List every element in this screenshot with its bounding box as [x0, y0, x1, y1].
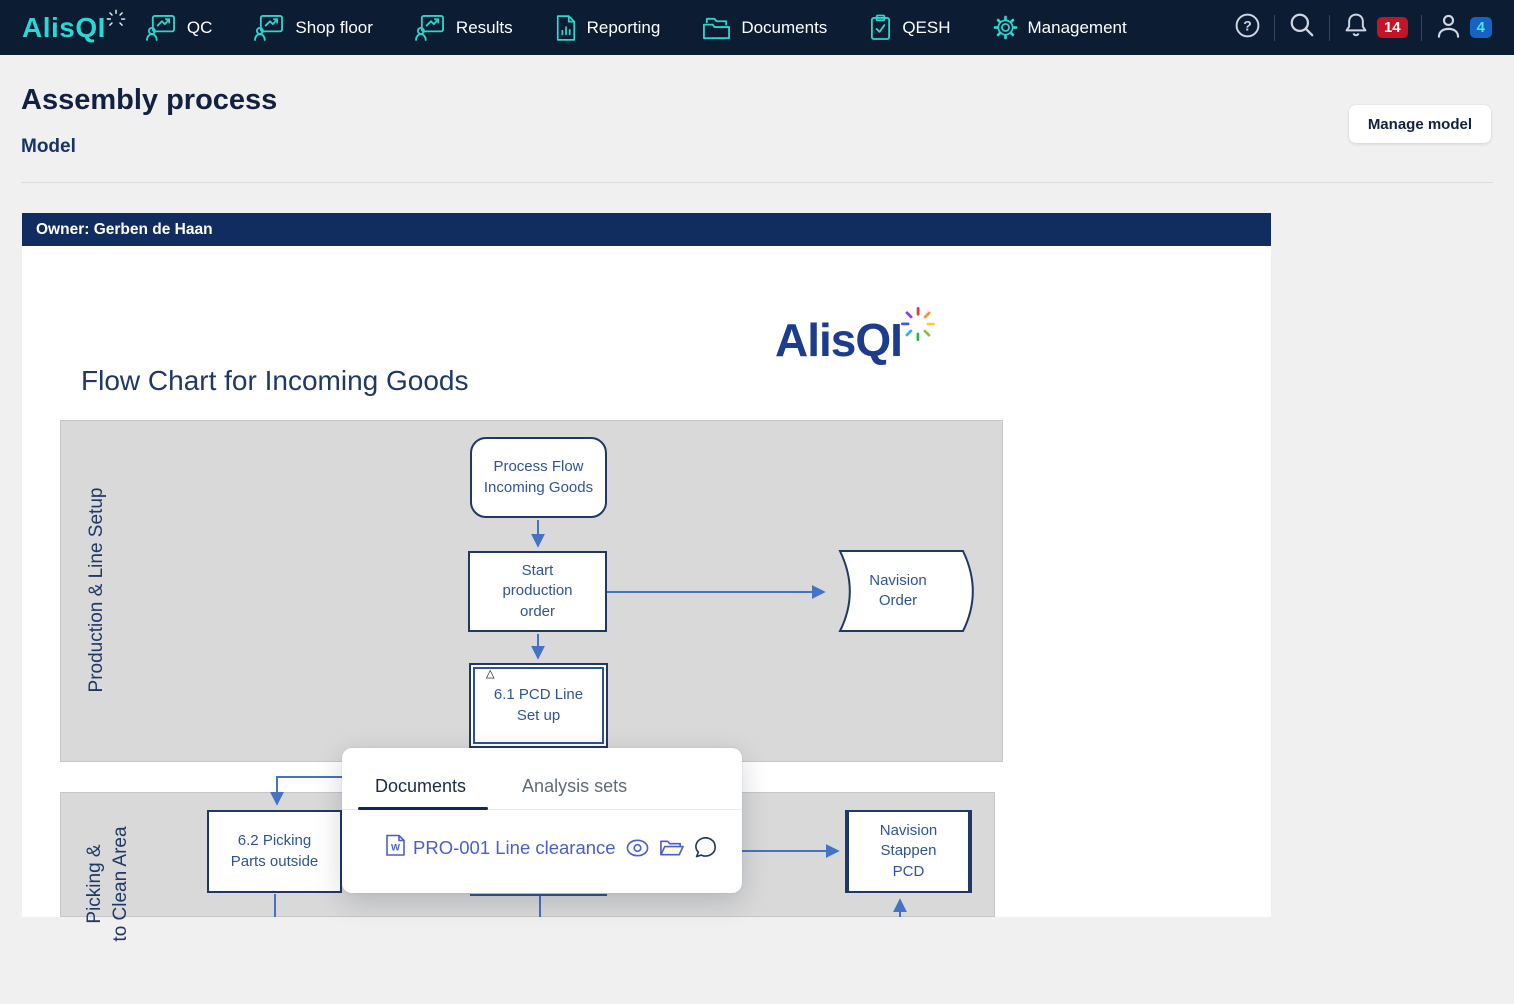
- nav-item-qc[interactable]: QC: [146, 14, 213, 41]
- node-details-popup: Documents Analysis sets W PRO-001 Line c…: [342, 748, 742, 893]
- nav-item-label: Results: [455, 17, 513, 37]
- divider: [1420, 14, 1422, 41]
- svg-text:W: W: [391, 843, 400, 854]
- logo-sparkle-icon: [105, 5, 127, 37]
- help-button[interactable]: ?: [1234, 12, 1261, 44]
- tab-analysis-sets[interactable]: Analysis sets: [522, 776, 628, 796]
- results-board-icon: [415, 14, 446, 41]
- nav-item-label: QC: [186, 17, 213, 37]
- notifications-button[interactable]: 14: [1343, 12, 1408, 44]
- document-logo-sparkle-icon: [898, 301, 938, 355]
- page-divider: [21, 182, 1493, 183]
- divider: [1273, 14, 1275, 41]
- clipboard-check-icon: [869, 14, 892, 41]
- flow-node-start-production-order[interactable]: Start production order: [468, 551, 607, 632]
- document-link[interactable]: PRO-001 Line clearance: [413, 837, 616, 858]
- nav-item-qesh[interactable]: QESH: [869, 14, 951, 41]
- word-file-icon: W: [385, 834, 406, 862]
- nav-utilities: ? 14: [1234, 11, 1492, 44]
- bell-icon: [1343, 12, 1369, 44]
- nav-item-label: Shop floor: [295, 17, 373, 37]
- tab-documents[interactable]: Documents: [375, 776, 467, 796]
- app-logo[interactable]: AlisQI: [22, 9, 126, 44]
- collapse-triangle-icon: △: [486, 668, 495, 680]
- lane-label-production: Production & Line Setup: [86, 487, 107, 693]
- flow-node-label: 6.1 PCD Line Set up: [493, 686, 584, 724]
- search-icon: [1288, 11, 1316, 44]
- active-tab-underline: [358, 807, 488, 810]
- notification-badge: 14: [1376, 17, 1408, 38]
- owner-label: Owner: Gerben de Haan: [36, 220, 213, 238]
- manage-model-button[interactable]: Manage model: [1348, 105, 1491, 143]
- lane-label-picking: Picking & to Clean Area: [84, 826, 131, 942]
- nav-item-label: QESH: [902, 17, 951, 37]
- shopfloor-board-icon: [254, 14, 285, 41]
- nav-item-management[interactable]: Management: [993, 15, 1127, 40]
- popup-tab-divider: [342, 809, 742, 810]
- nav-item-label: Documents: [741, 17, 828, 37]
- person-icon: [1435, 12, 1462, 44]
- nav-item-results[interactable]: Results: [415, 14, 513, 41]
- page-subtitle: Model: [21, 136, 76, 157]
- app-logo-text: AlisQI: [22, 11, 106, 43]
- question-circle-icon: ?: [1234, 12, 1261, 44]
- model-card: Owner: Gerben de Haan Flow Chart for Inc…: [22, 213, 1271, 942]
- owner-banner: Owner: Gerben de Haan: [22, 213, 1271, 246]
- document-logo: AlisQI: [775, 307, 935, 367]
- nav-item-documents[interactable]: Documents: [702, 16, 827, 40]
- document-logo-text: AlisQI: [775, 314, 903, 366]
- nav-item-reporting[interactable]: Reporting: [555, 14, 661, 41]
- page-title: Assembly process: [21, 84, 278, 116]
- search-button[interactable]: [1288, 11, 1316, 44]
- folders-icon: [702, 16, 731, 40]
- qc-board-icon: [146, 14, 177, 41]
- open-folder-icon[interactable]: [659, 838, 684, 858]
- flow-node-picking-parts[interactable]: 6.2 Picking Parts outside: [207, 810, 342, 893]
- flowchart-title: Flow Chart for Incoming Goods: [81, 365, 469, 396]
- main-nav: QC Shop floor: [146, 14, 1127, 41]
- svg-text:?: ?: [1243, 17, 1252, 33]
- gear-icon: [993, 15, 1018, 40]
- nav-item-shop-floor[interactable]: Shop floor: [254, 14, 373, 41]
- report-document-icon: [555, 14, 577, 41]
- flow-node-pcd-line-setup[interactable]: △ 6.1 PCD Line Set up: [469, 663, 608, 748]
- comment-bubble-icon[interactable]: [693, 837, 718, 859]
- preview-eye-icon[interactable]: [625, 838, 650, 858]
- user-menu-button[interactable]: 4: [1435, 12, 1492, 44]
- flow-node-navision-stappen[interactable]: Navision Stappen PCD: [845, 810, 972, 893]
- popup-tabs: Documents Analysis sets: [342, 748, 742, 797]
- user-badge: 4: [1469, 17, 1492, 38]
- divider: [1328, 14, 1330, 41]
- flow-node-navision-order[interactable]: Navision Order: [869, 571, 927, 609]
- nav-item-label: Reporting: [586, 17, 661, 37]
- flow-node-process-flow[interactable]: Process Flow Incoming Goods: [470, 437, 607, 518]
- document-list-item: W PRO-001 Line clearance: [385, 834, 718, 862]
- top-nav: AlisQI: [0, 0, 1514, 55]
- nav-item-label: Management: [1027, 17, 1127, 37]
